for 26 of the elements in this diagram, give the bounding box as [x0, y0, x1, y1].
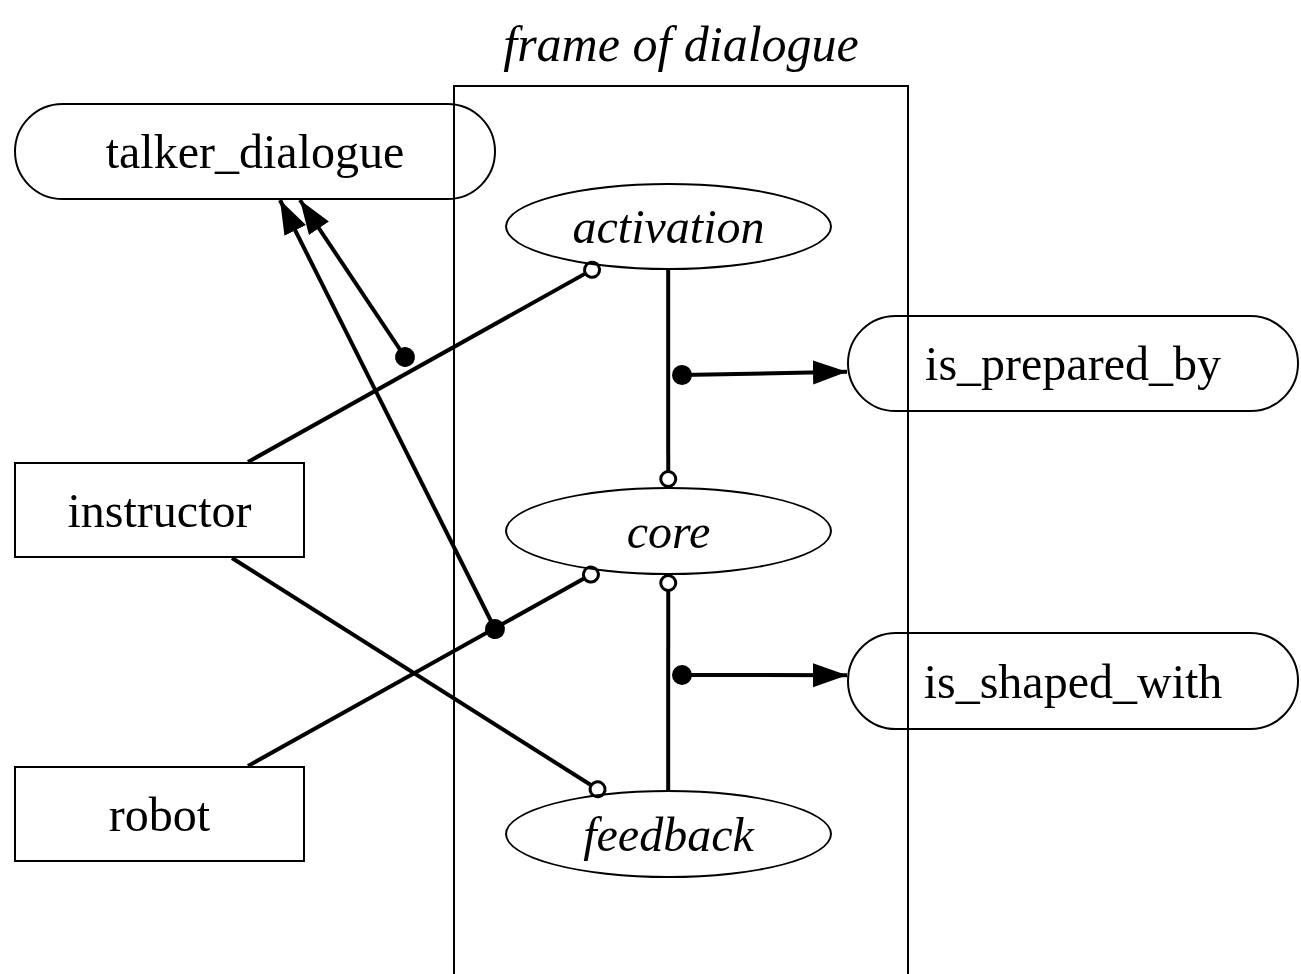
node-label: core — [626, 503, 711, 559]
node-label: robot — [108, 786, 211, 842]
ellipse-node — [505, 487, 832, 575]
arrow — [298, 198, 415, 367]
rounded-box — [847, 632, 1299, 730]
frame-title: frame of dialogue — [502, 15, 860, 73]
arrow — [278, 199, 505, 639]
rounded-box — [847, 315, 1299, 412]
node-label: is_shaped_with — [923, 653, 1223, 709]
node-label: is_prepared_by — [925, 336, 1221, 391]
connector — [247, 565, 600, 768]
ellipse-node — [505, 790, 832, 878]
rect-box — [14, 766, 305, 862]
rounded-box — [14, 103, 496, 200]
connector — [247, 260, 602, 464]
rect-box — [14, 462, 305, 558]
arrow — [672, 663, 847, 688]
node-label: feedback — [583, 806, 754, 862]
arrow — [672, 360, 848, 385]
connector — [659, 574, 678, 790]
ellipse-node — [505, 183, 832, 270]
node-label: activation — [572, 199, 765, 254]
connector — [230, 556, 607, 799]
connector — [659, 270, 678, 488]
node-label: instructor — [67, 482, 252, 538]
node-label: talker_dialogue — [105, 124, 405, 179]
